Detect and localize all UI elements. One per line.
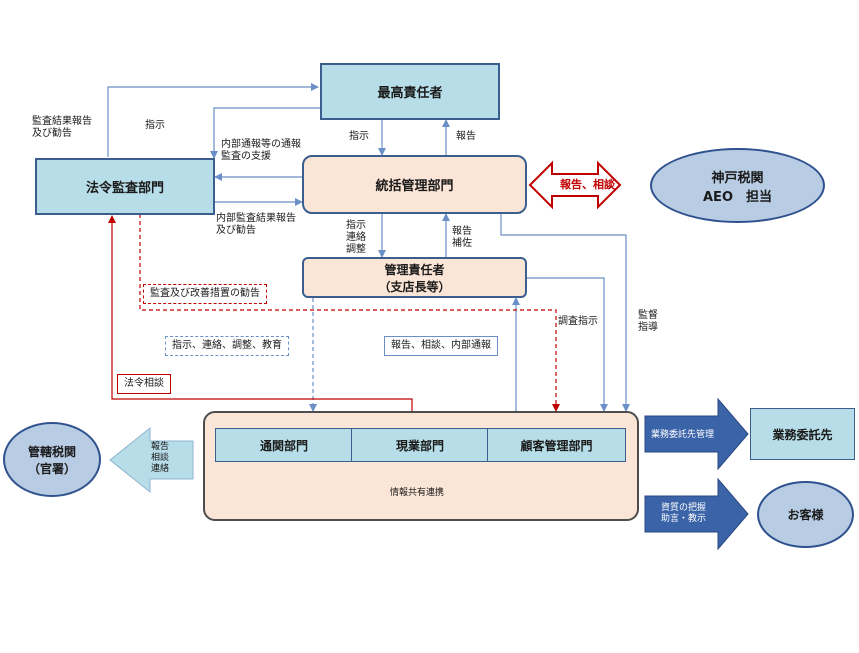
customs-dept-label: 通関部門 bbox=[259, 438, 308, 453]
instruct-edu-note: 指示、連絡、調整、教育 bbox=[165, 336, 289, 356]
report-to-customs-arrow bbox=[109, 426, 194, 494]
instruct-mid-label: 指示 bbox=[349, 131, 369, 142]
consult-report-label: 報告、相談 bbox=[560, 178, 615, 191]
top-to-audit-arrow bbox=[210, 107, 320, 159]
customer-dept-label: 顧客管理部門 bbox=[520, 438, 593, 453]
customs-dept-box: 通関部門 bbox=[215, 428, 353, 462]
consult-double-arrow bbox=[528, 160, 622, 210]
kobe-customs-label: 神戸税関 AEO 担当 bbox=[703, 170, 772, 205]
audit-report-left-label: 監査結果報告 及び勧告 bbox=[32, 116, 92, 139]
internal-audit-report-label: 内部監査結果報告 及び勧告 bbox=[216, 213, 296, 236]
to-customer-arrow bbox=[644, 477, 749, 551]
legal-consult-arrow bbox=[108, 215, 413, 411]
audit-dept-box: 法令監査部門 bbox=[35, 158, 215, 215]
instruct-contact-adjust-label: 指示 連絡 調整 bbox=[346, 220, 366, 255]
report-assist-label: 報告 補佐 bbox=[452, 226, 472, 249]
audit-dept-label: 法令監査部門 bbox=[85, 181, 164, 196]
general-mgmt-label: 統括管理部門 bbox=[375, 179, 454, 194]
customs-office-label: 管轄税関 （官署） bbox=[27, 444, 76, 476]
field-dept-label: 現業部門 bbox=[395, 438, 444, 453]
audit-to-top-arrow bbox=[107, 83, 319, 157]
branch-manager-label: 管理責任者 （支店長等） bbox=[378, 262, 451, 294]
to-contractor-arrow bbox=[644, 397, 749, 471]
branch-to-dept-arrow bbox=[527, 277, 608, 412]
field-dept-box: 現業部門 bbox=[351, 428, 489, 462]
investigate-instruct-label: 調査指示 bbox=[558, 316, 598, 327]
branch-manager-box: 管理責任者 （支店長等） bbox=[302, 257, 527, 298]
contractor-mgmt-label: 業務委託先管理 bbox=[651, 430, 715, 440]
customs-office-oval: 管轄税関 （官署） bbox=[3, 422, 101, 497]
audit-improve-arrow bbox=[139, 214, 560, 412]
quality-advice-label: 資質の把握 助言・教示 bbox=[661, 503, 707, 524]
report-consult-contact-label: 報告 相談 連絡 bbox=[151, 442, 170, 474]
customer-dept-box: 顧客管理部門 bbox=[487, 428, 626, 462]
info-share-label: 情報共有連携 bbox=[390, 488, 445, 498]
report-consult-internal-note: 報告、相談、内部通報 bbox=[384, 336, 498, 356]
report-mid-label: 報告 bbox=[456, 131, 476, 142]
kobe-customs-oval: 神戸税関 AEO 担当 bbox=[650, 148, 825, 223]
contractor-box: 業務委託先 bbox=[750, 408, 855, 460]
instruct-left-label: 指示 bbox=[145, 120, 165, 131]
contractor-label: 業務委託先 bbox=[772, 427, 833, 442]
top-executive-box: 最高責任者 bbox=[320, 63, 500, 120]
customer-oval: お客様 bbox=[757, 481, 854, 548]
supervise-guide-label: 監督 指導 bbox=[638, 310, 658, 333]
audit-improve-note: 監査及び改善措置の勧告 bbox=[143, 284, 267, 304]
general-supervise-arrow bbox=[500, 214, 630, 412]
customer-label: お客様 bbox=[787, 508, 824, 522]
legal-consult-note: 法令相談 bbox=[117, 374, 171, 394]
top-executive-label: 最高責任者 bbox=[377, 86, 443, 101]
general-mgmt-box: 統括管理部門 bbox=[302, 155, 527, 214]
internal-whistle-label: 内部通報等の通報 監査の支援 bbox=[221, 139, 301, 162]
